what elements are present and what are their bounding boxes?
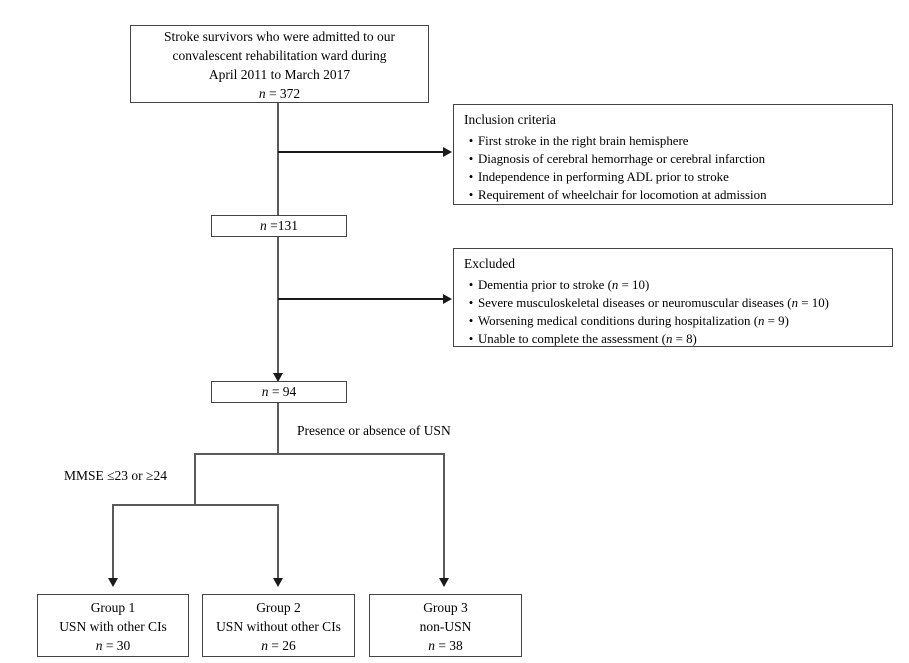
excluded-item: • Dementia prior to stroke (n = 10) — [464, 276, 882, 294]
inclusion-item-text: Independence in performing ADL prior to … — [478, 170, 729, 184]
excluded-item-text: Dementia prior to stroke ( — [478, 278, 612, 292]
n-symbol: n — [258, 86, 266, 101]
connector-n131-to-n94 — [277, 237, 279, 374]
excluded-list: •Dementia prior to stroke (n = 10) •Seve… — [464, 276, 882, 348]
box-stroke-survivors: Stroke survivors who were admitted to ou… — [130, 25, 429, 103]
n-value: = 372 — [265, 86, 301, 101]
excluded-title: Excluded — [464, 256, 515, 271]
box-stroke-survivors-line3: April 2011 to March 2017 — [208, 67, 351, 82]
label-mmse: MMSE ≤23 or ≥24 — [64, 468, 167, 483]
inclusion-title: Inclusion criteria — [464, 112, 556, 127]
box-group2: Group 2 USN without other CIs n = 26 — [202, 594, 355, 657]
n-symbol: n — [428, 638, 435, 653]
box-inclusion-criteria: Inclusion criteria • First stroke in the … — [453, 104, 893, 205]
connector-n94-to-branch — [277, 403, 279, 454]
arrowhead-down-icon — [108, 578, 118, 587]
arrow-to-excluded-shaft — [278, 298, 444, 300]
excluded-item: • Unable to complete the assessment (n = … — [464, 330, 882, 348]
connector-top-to-n131 — [277, 103, 279, 215]
n-symbol: n — [758, 314, 765, 328]
box-excluded: Excluded •Dementia prior to stroke (n = … — [453, 248, 893, 347]
arrowhead-down-icon — [439, 578, 449, 587]
excluded-item-count: = 10) — [618, 278, 650, 292]
n-symbol: n — [260, 218, 267, 233]
n-value: = 26 — [267, 638, 296, 653]
box-n131: n =131 — [211, 215, 347, 237]
excluded-item-text: Severe musculoskeletal diseases or neuro… — [478, 296, 792, 310]
box-stroke-survivors-line2: convalescent rehabilitation ward during — [172, 48, 387, 63]
group2-count: n = 26 — [203, 636, 354, 655]
excluded-item-count: = 10) — [798, 296, 829, 310]
excluded-item: • Severe musculoskeletal diseases or neur… — [464, 294, 882, 312]
n-value: = 94 — [268, 384, 297, 399]
group2-title: Group 2 — [256, 600, 301, 615]
n-symbol: n — [95, 638, 103, 653]
label-presence-usn: Presence or absence of USN — [297, 423, 451, 438]
inclusion-item: • Requirement of wheelchair for locomotio… — [464, 186, 882, 204]
group3-subtitle: non-USN — [419, 619, 472, 634]
branch-usn-line — [194, 453, 445, 455]
n-value: = 38 — [434, 638, 463, 653]
inclusion-item: • Diagnosis of cerebral hemorrhage or cer… — [464, 150, 882, 168]
branch-usn-left-drop — [194, 453, 196, 505]
group1-title: Group 1 — [90, 600, 136, 615]
box-group1: Group 1 USN with other CIs n = 30 — [37, 594, 189, 657]
bullet-icon: • — [468, 332, 474, 346]
branch-mmse-left-drop — [112, 504, 114, 579]
excluded-item-text: Worsening medical conditions during hosp… — [478, 314, 758, 328]
branch-usn-right-drop — [443, 453, 445, 579]
box-stroke-survivors-count: n = 372 — [131, 84, 428, 103]
n-symbol: n — [665, 332, 673, 346]
bullet-icon: • — [468, 314, 474, 328]
excluded-item: • Worsening medical conditions during hos… — [464, 312, 882, 330]
bullet-icon: • — [468, 170, 474, 184]
bullet-icon: • — [468, 296, 474, 310]
inclusion-item: • Independence in performing ADL prior to… — [464, 168, 882, 186]
group3-count: n = 38 — [370, 636, 521, 655]
arrowhead-right-icon — [443, 294, 452, 304]
n-symbol: n — [611, 278, 619, 292]
box-stroke-survivors-line1: Stroke survivors who were admitted to ou… — [164, 29, 395, 44]
group1-count: n = 30 — [38, 636, 188, 655]
n-value: = 30 — [102, 638, 131, 653]
arrowhead-right-icon — [443, 147, 452, 157]
bullet-icon: • — [468, 134, 474, 148]
arrowhead-down-icon — [273, 578, 283, 587]
n-value: =131 — [266, 218, 298, 233]
inclusion-item-text: First stroke in the right brain hemisphe… — [478, 134, 689, 148]
group2-subtitle: USN without other CIs — [216, 619, 341, 634]
n-symbol: n — [261, 638, 268, 653]
inclusion-item-text: Requirement of wheelchair for locomotion… — [478, 188, 767, 202]
group3-title: Group 3 — [423, 600, 468, 615]
excluded-item-count: = 9) — [764, 314, 789, 328]
excluded-item-count: = 8) — [672, 332, 697, 346]
excluded-item-text: Unable to complete the assessment ( — [478, 332, 666, 346]
branch-mmse-right-drop — [277, 504, 279, 579]
box-group3: Group 3 non-USN n = 38 — [369, 594, 522, 657]
arrowhead-down-icon — [273, 373, 283, 382]
arrow-to-inclusion-shaft — [278, 151, 444, 153]
inclusion-list: • First stroke in the right brain hemisph… — [464, 132, 882, 204]
inclusion-item: • First stroke in the right brain hemisph… — [464, 132, 882, 150]
bullet-icon: • — [468, 188, 474, 202]
box-n94: n = 94 — [211, 381, 347, 403]
branch-mmse-line — [112, 504, 279, 506]
n-symbol: n — [791, 296, 799, 310]
group1-subtitle: USN with other CIs — [59, 619, 167, 634]
n-symbol: n — [261, 384, 269, 399]
bullet-icon: • — [468, 152, 474, 166]
bullet-icon: • — [468, 278, 474, 292]
inclusion-item-text: Diagnosis of cerebral hemorrhage or cere… — [478, 152, 766, 166]
